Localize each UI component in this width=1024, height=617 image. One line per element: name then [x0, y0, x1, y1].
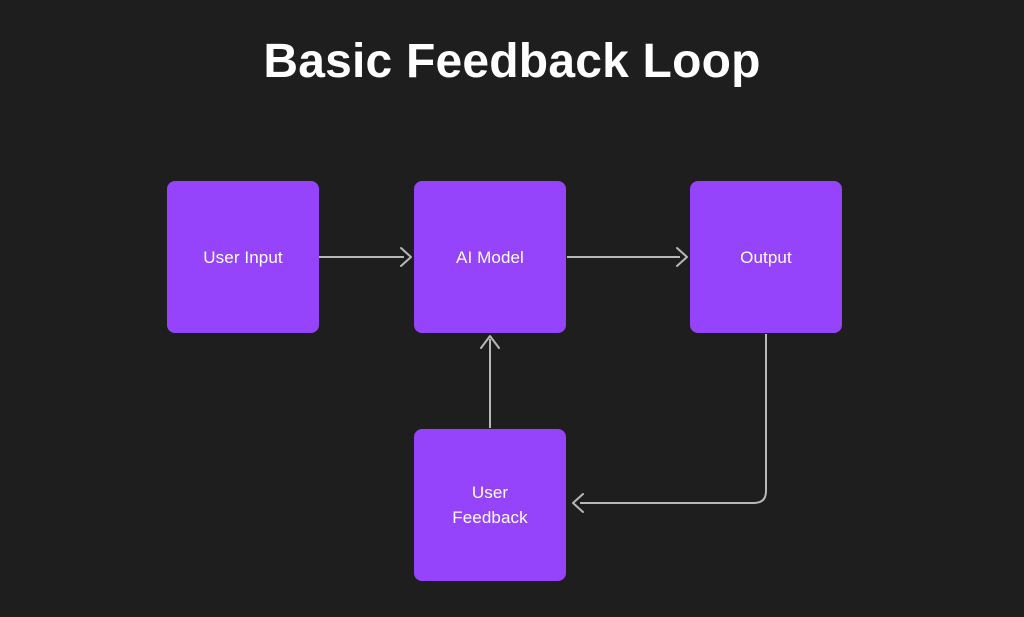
page-title: Basic Feedback Loop	[263, 35, 761, 88]
edge-output-to-user-feedback	[572, 334, 767, 513]
node-ai-model[interactable]: AI Model	[414, 181, 566, 333]
edge-ai-model-to-output	[567, 247, 688, 267]
node-user-input[interactable]: User Input	[167, 181, 319, 333]
node-output[interactable]: Output	[690, 181, 842, 333]
edge-user-feedback-to-ai-model	[480, 335, 500, 428]
node-output-label: Output	[740, 247, 792, 267]
node-user-feedback[interactable]: User Feedback	[414, 429, 566, 581]
node-ai-model-label: AI Model	[456, 247, 524, 267]
node-user-feedback-label: User Feedback	[452, 483, 528, 527]
node-user-input-label: User Input	[203, 247, 283, 267]
edge-user-input-to-ai-model	[319, 247, 412, 267]
